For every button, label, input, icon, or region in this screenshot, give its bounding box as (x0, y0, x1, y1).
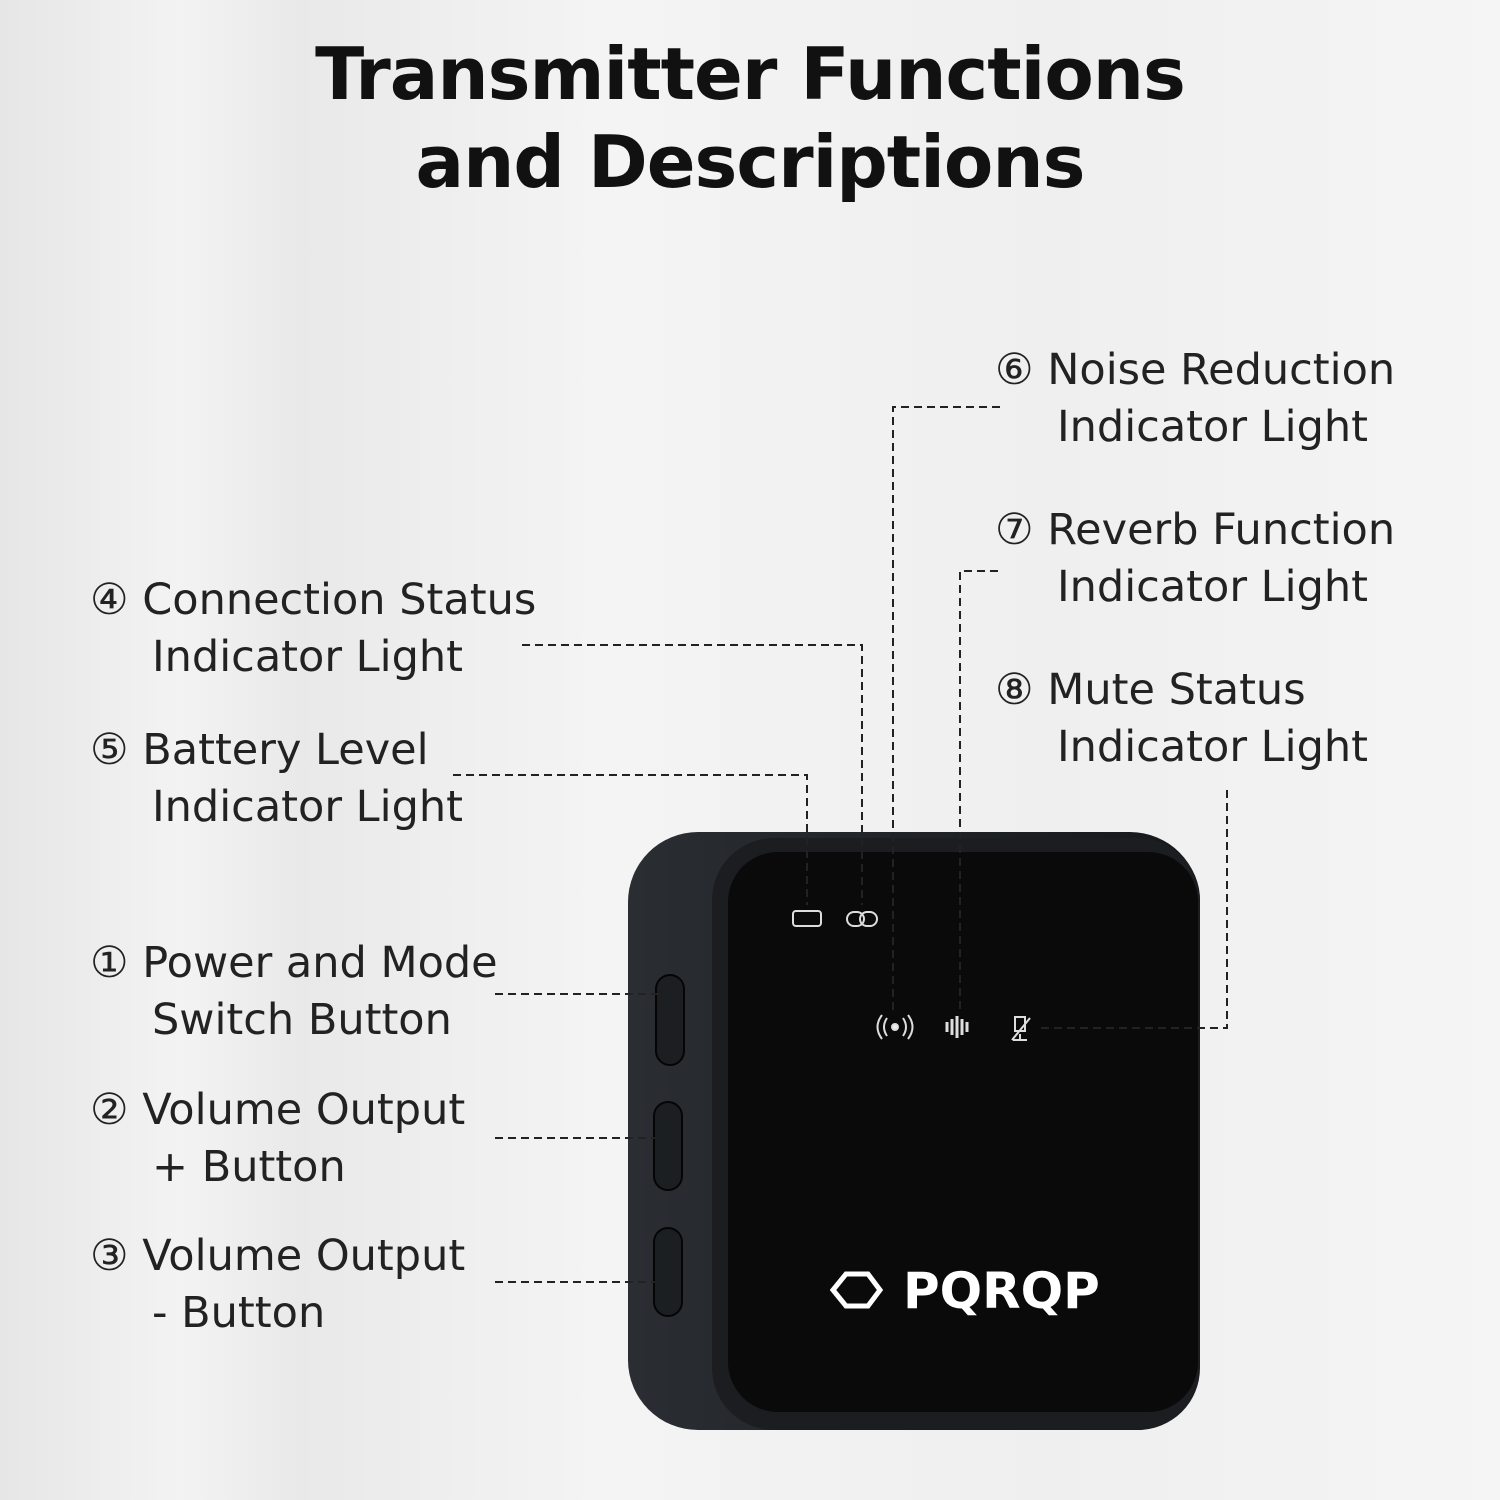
callout-3: ③ Volume Output- Button (90, 1231, 466, 1338)
callout-2: ② Volume Output+ Button (90, 1085, 466, 1192)
brand-logo: PQRQP (829, 1262, 1100, 1320)
side-buttons (653, 974, 685, 1317)
mute-mic-icon (1011, 1016, 1031, 1041)
battery-icon (792, 910, 822, 927)
leader-7 (959, 570, 998, 1010)
leader-4 (522, 644, 863, 905)
leader-8 (1040, 790, 1228, 1029)
volume-up-button (653, 1101, 683, 1191)
leader-lines (453, 406, 1228, 1283)
title-line-2: and Descriptions (415, 120, 1086, 204)
power-mode-button (655, 974, 685, 1066)
leader-5 (453, 774, 808, 905)
device-face (728, 852, 1198, 1412)
volume-down-button (653, 1227, 683, 1317)
brand-name: PQRQP (903, 1262, 1100, 1320)
link-icon (846, 911, 865, 927)
reverb-icon (945, 1016, 969, 1038)
leader-6 (892, 406, 1000, 1010)
title-line-1: Transmitter Functions (315, 32, 1186, 116)
noise-reduction-icon (891, 1023, 899, 1031)
page-title: Transmitter Functions and Descriptions (0, 30, 1500, 206)
